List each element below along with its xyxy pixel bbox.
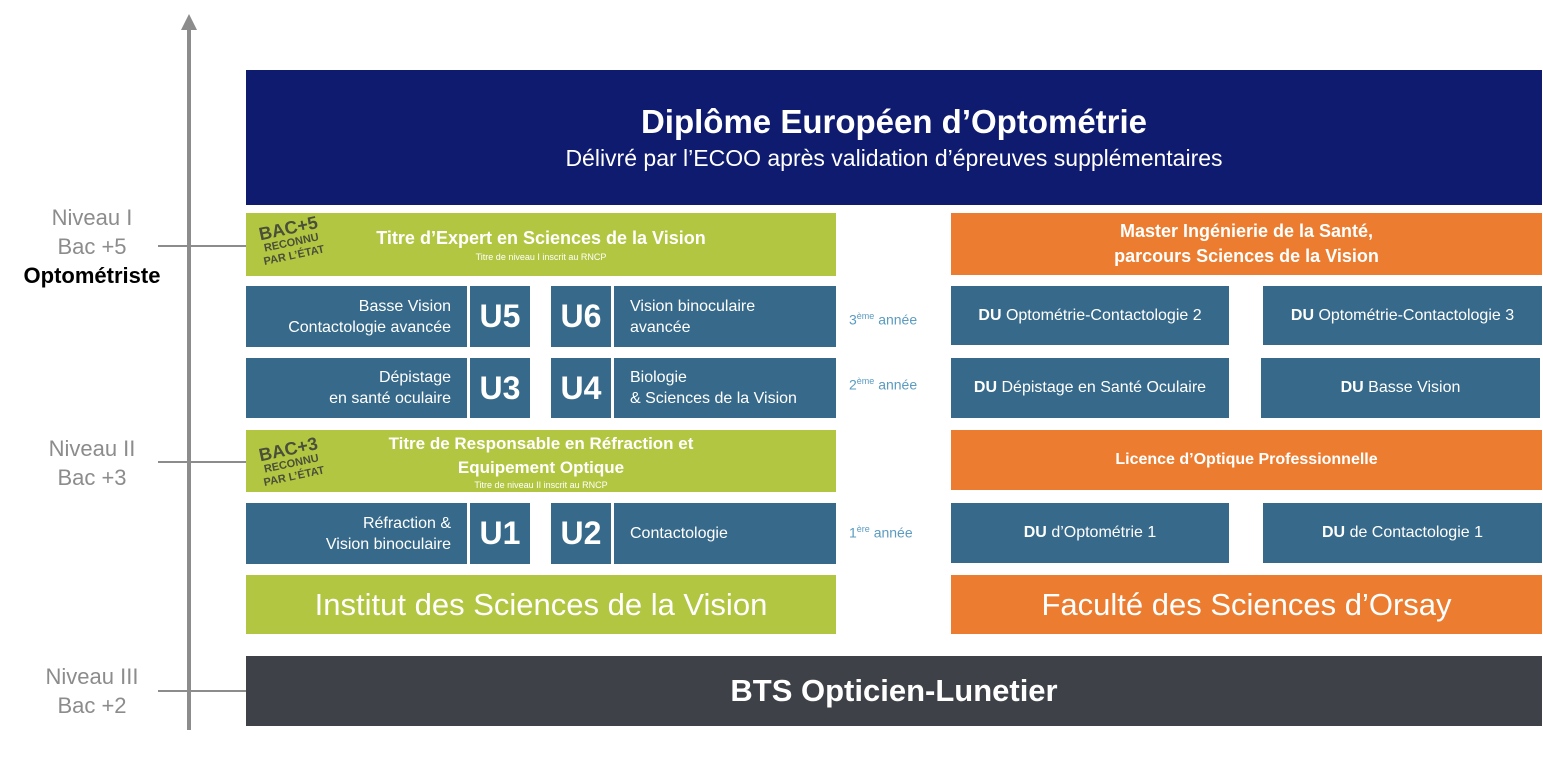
arrow-up-icon [181,14,197,30]
level-1-tick [158,245,246,247]
du-contactologie1-box: DU de Contactologie 1 [1263,503,1542,563]
master-line2: parcours Sciences de la Vision [1114,246,1379,266]
bac-2: Bac +2 [57,693,127,718]
level-axis [187,28,191,730]
u4-description: Biologie& Sciences de la Vision [614,358,836,418]
year-2-label: 2ème année [849,376,918,393]
institut-box: Institut des Sciences de la Vision [246,575,836,634]
master-box: Master Ingénierie de la Santé, parcours … [951,213,1542,275]
titre-expert-title: Titre d’Expert en Sciences de la Vision [376,227,706,248]
level-2-label: Niveau II Bac +3 [17,434,167,492]
u1-description: Réfraction &Vision binoculaire [246,503,467,564]
year-1-label: 1ère année [849,524,913,541]
titre-responsable-line1: Titre de Responsable en Réfraction et [388,434,694,453]
licence-box: Licence d’Optique Professionnelle [951,430,1542,490]
diplome-europeen-box: Diplôme Européen d’Optométrie Délivré pa… [246,70,1542,205]
faculte-orsay-box: Faculté des Sciences d’Orsay [951,575,1542,634]
level-3-tick [158,690,246,692]
level-1-label: Niveau I Bac +5 Optométriste [17,203,167,290]
u4-code: U4 [551,358,611,418]
year-3-label: 3ème année [849,311,918,328]
diplome-title: Diplôme Européen d’Optométrie [640,103,1148,140]
level-2-tick [158,461,246,463]
du-oc3-box: DU Optométrie-Contactologie 3 [1263,286,1542,345]
u5-code: U5 [470,286,530,347]
u3-code: U3 [470,358,530,418]
optometriste-title: Optométriste [23,263,161,288]
titre-expert-sub: Titre de niveau I inscrit au RNCP [475,251,607,262]
du-basse-vision-box: DU Basse Vision [1261,358,1540,418]
bac-3: Bac +3 [57,465,127,490]
u6-code: U6 [551,286,611,347]
niveau-1: Niveau I [51,205,133,230]
u1-code: U1 [470,503,530,564]
titre-responsable-sub: Titre de niveau II inscrit au RNCP [474,480,608,490]
master-line1: Master Ingénierie de la Santé, [1119,221,1374,241]
u2-code: U2 [551,503,611,564]
du-depistage-box: DU Dépistage en Santé Oculaire [951,358,1229,418]
du-oc2-box: DU Optométrie-Contactologie 2 [951,286,1229,345]
u2-description: Contactologie [614,503,836,564]
titre-responsable-line2: Equipement Optique [457,458,625,477]
bac-5: Bac +5 [57,234,127,259]
niveau-2: Niveau II [48,436,136,461]
diplome-subtitle: Délivré par l’ECOO après validation d’ép… [565,145,1223,171]
niveau-3: Niveau III [45,664,139,689]
du-optometrie1-box: DU d’Optométrie 1 [951,503,1229,563]
level-3-label: Niveau III Bac +2 [17,662,167,720]
bts-box: BTS Opticien-Lunetier [246,656,1542,726]
